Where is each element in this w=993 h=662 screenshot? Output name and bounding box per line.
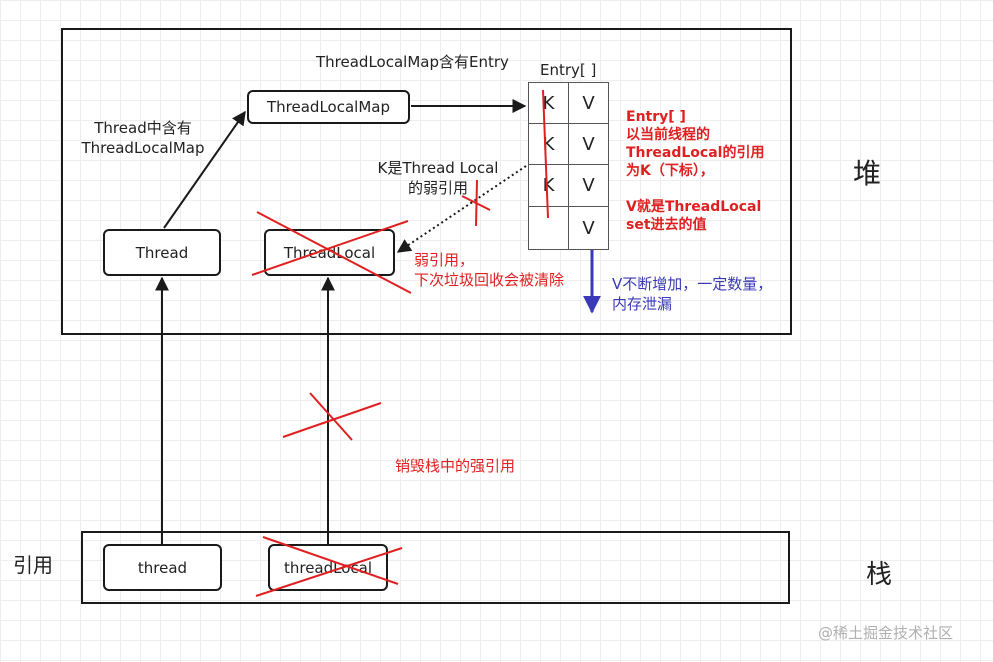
cross-strong-ref — [282, 392, 382, 441]
entry-key-cell — [528, 206, 569, 250]
k-weak-ref-label: K是Thread Local 的弱引用 — [377, 159, 499, 197]
cross-weak-ref — [461, 179, 491, 227]
thread-stack-box: thread — [103, 544, 222, 591]
thread-has-map-label: Thread中含有 ThreadLocalMap — [81, 119, 205, 157]
stack-label: 栈 — [866, 560, 893, 590]
reference-label: 引用 — [13, 553, 53, 577]
heap-region — [61, 28, 792, 335]
entry-title: Entry[ ] — [540, 61, 597, 79]
entry-value-cell: V — [568, 82, 609, 124]
threadlocal-heap-box: ThreadLocal — [264, 229, 395, 276]
map-has-entry-label: ThreadLocalMap含有Entry — [316, 53, 509, 71]
entry-key-cell: K — [528, 164, 569, 207]
cross-heap-threadlocal — [251, 211, 412, 294]
watermark: @稀土掘金技术社区 — [818, 624, 954, 642]
destroy-stack-ref-label: 销毁栈中的强引用 — [395, 457, 516, 475]
weak-ref-arrow — [396, 165, 527, 253]
heap-label: 堆 — [853, 157, 882, 190]
thread-to-map-arrow — [163, 110, 246, 229]
entry-value-cell: V — [568, 206, 609, 250]
cross-stack-threadlocal — [255, 536, 403, 597]
weak-ref-note: 弱引用， 下次垃圾回收会被清除 — [414, 251, 565, 289]
threadlocalmap-box: ThreadLocalMap — [247, 90, 410, 124]
value-growth-note: V不断增加，一定数量， 内存泄漏 — [612, 275, 773, 313]
stack-region — [81, 531, 790, 604]
entry-note: Entry[ ] 以当前线程的 ThreadLocal的引用 为K（下标）， V… — [626, 109, 765, 233]
entry-key-cell: K — [528, 123, 569, 165]
thread-heap-box: Thread — [103, 229, 221, 276]
threadlocal-stack-box: threadLocal — [268, 544, 388, 591]
key-cleared-line — [542, 89, 549, 219]
